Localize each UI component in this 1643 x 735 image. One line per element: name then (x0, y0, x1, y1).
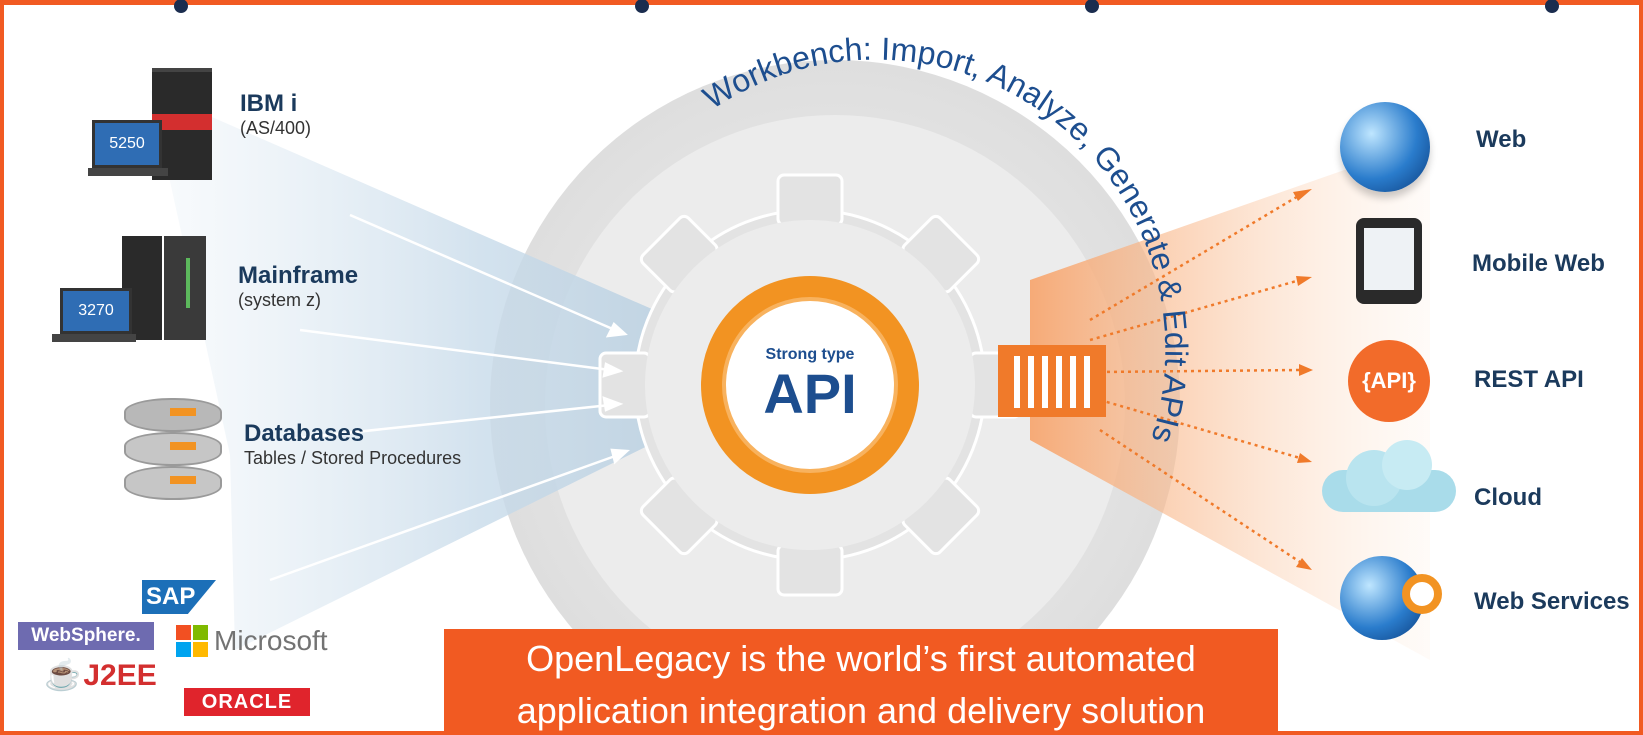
source-ibm-i-subtitle: (AS/400) (240, 118, 312, 138)
source-ibm-i: IBM i (AS/400) (240, 90, 311, 139)
microsoft-windows-icon (176, 625, 208, 657)
rest-api-badge-icon: {API} (1348, 340, 1430, 422)
source-databases-title: Databases (244, 420, 365, 447)
sap-logo-text: SAP (146, 583, 196, 610)
target-web-label: Web (1476, 126, 1527, 153)
microsoft-logo-text: Microsoft (214, 625, 328, 656)
rest-api-badge-text: {API} (1362, 368, 1416, 393)
database-icon (124, 398, 222, 500)
target-cloud-label: Cloud (1474, 484, 1542, 511)
terminal-3270-screen: 3270 (60, 288, 132, 334)
source-databases: Databases Tables / Stored Procedures (244, 420, 461, 469)
api-ring (701, 276, 919, 494)
tagline-banner: OpenLegacy is the world’s first automate… (444, 629, 1278, 735)
j2ee-logo: ☕ J2EE (44, 658, 157, 693)
java-cup-icon: ☕ (44, 659, 82, 692)
mobile-phone-icon (1356, 218, 1422, 304)
websphere-logo: WebSphere. (18, 622, 154, 650)
target-web-services-label: Web Services (1474, 588, 1630, 615)
frame-dot (1545, 0, 1559, 13)
source-ibm-i-title: IBM i (240, 90, 298, 117)
j2ee-logo-text: J2EE (83, 659, 157, 692)
input-arrows (269, 213, 630, 582)
api-ring-inner (722, 297, 898, 473)
terminal-5250-screen: 5250 (92, 120, 162, 168)
microsoft-logo: Microsoft (176, 624, 328, 658)
source-mainframe: Mainframe (system z) (238, 262, 358, 311)
globe-gear-icon (1340, 556, 1452, 644)
source-databases-subtitle: Tables / Stored Procedures (244, 448, 462, 468)
input-beam (150, 90, 700, 650)
websphere-logo-text: WebSphere. (31, 625, 141, 646)
oracle-logo: ORACLE (184, 688, 310, 716)
target-mobile-web-label: Mobile Web (1472, 250, 1605, 277)
api-title: API (763, 362, 857, 425)
globe-icon (1340, 102, 1430, 192)
api-server-icon (998, 345, 1106, 417)
mainframe-server-icon: 3270 (52, 236, 217, 344)
cloud-icon (1322, 440, 1456, 514)
frame-dot (635, 0, 649, 13)
output-beam (1030, 140, 1430, 660)
source-mainframe-subtitle: (system z) (238, 290, 321, 310)
source-mainframe-title: Mainframe (238, 262, 359, 289)
frame-dot (174, 0, 188, 13)
output-arrowheads (1293, 189, 1313, 570)
output-arrows (1089, 193, 1301, 564)
ibm-i-server-icon: 5250 (88, 68, 228, 180)
api-subtitle: Strong type (765, 346, 855, 363)
target-rest-api-label: REST API (1474, 366, 1584, 393)
frame-dot (1085, 0, 1099, 13)
oracle-logo-text: ORACLE (201, 691, 293, 713)
